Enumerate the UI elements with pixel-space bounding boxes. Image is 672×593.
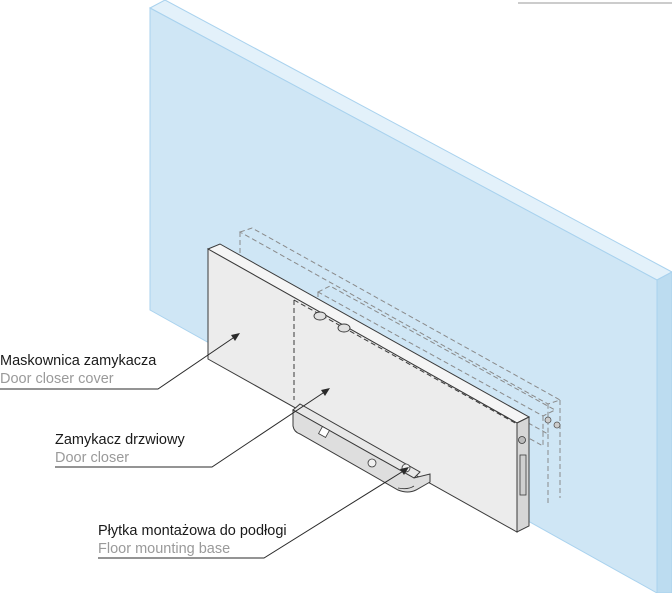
label-en: Door closer cover bbox=[0, 371, 114, 387]
leader-base bbox=[98, 469, 406, 559]
label-floor-mounting-base: Płytka montażowa do podłogi Floor mounti… bbox=[98, 522, 287, 558]
label-door-closer: Zamykacz drzwiowy Door closer bbox=[55, 431, 185, 467]
closer-dashed-edge bbox=[293, 299, 518, 425]
floor-mounting-base bbox=[292, 403, 431, 493]
top-screw-icon bbox=[337, 323, 351, 333]
label-en: Door closer bbox=[55, 450, 130, 466]
cover-screw-icon bbox=[518, 436, 526, 444]
glass-panel bbox=[148, 0, 672, 593]
top-screw-icon bbox=[313, 311, 327, 321]
label-en: Floor mounting base bbox=[98, 541, 231, 557]
label-pl: Zamykacz drzwiowy bbox=[55, 432, 185, 448]
cover-side-slot bbox=[519, 454, 527, 496]
door-closer-cover bbox=[206, 243, 531, 533]
label-door-closer-cover: Maskownica zamykacza Door closer cover bbox=[0, 352, 156, 388]
side-screw-icon bbox=[553, 421, 561, 429]
side-screw-icon bbox=[544, 416, 552, 424]
leader-lines bbox=[0, 335, 406, 559]
leader-arrows bbox=[231, 333, 409, 475]
label-pl: Maskownica zamykacza bbox=[0, 353, 157, 369]
leader-closer bbox=[55, 390, 327, 468]
leader-cover bbox=[0, 335, 237, 390]
label-pl: Płytka montażowa do podłogi bbox=[98, 523, 287, 539]
